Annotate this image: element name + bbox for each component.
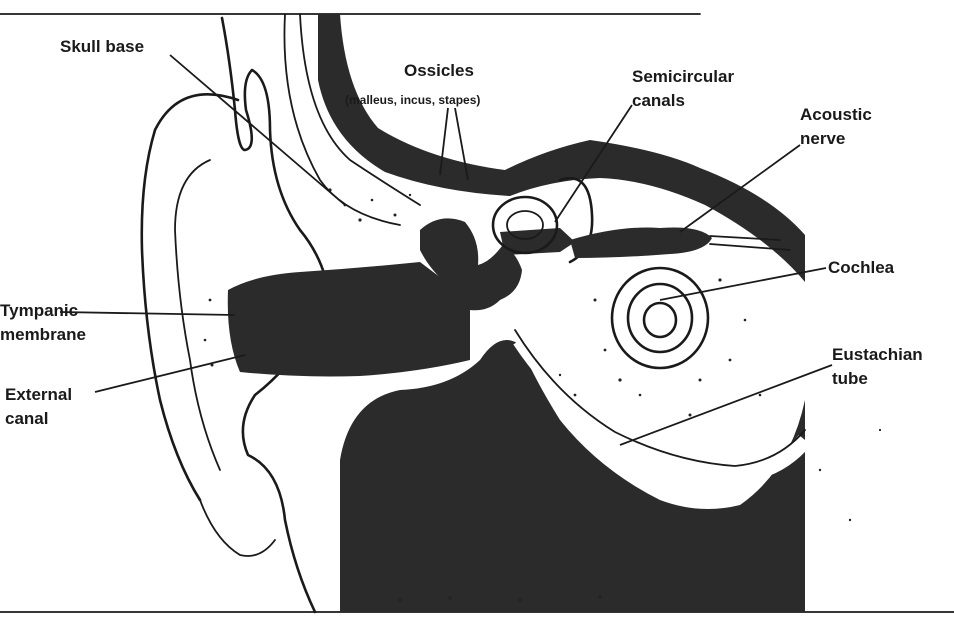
label-semicircular-1: Semicircular	[632, 67, 734, 86]
label-tympanic-2: membrane	[0, 325, 86, 344]
cochlea-spiral	[612, 268, 708, 368]
label-tympanic-1: Tympanic	[0, 301, 78, 320]
label-acoustic-1: Acoustic	[800, 105, 872, 124]
label-eustachian-1: Eustachian	[832, 345, 923, 364]
label-external-1: External	[5, 385, 72, 404]
label-semicircular-2: canals	[632, 91, 685, 110]
label-cochlea: Cochlea	[828, 258, 895, 277]
label-acoustic-2: nerve	[800, 129, 845, 148]
external-canal	[228, 262, 470, 377]
leader-external	[95, 355, 245, 392]
label-eustachian-2: tube	[832, 369, 868, 388]
label-skull-base: Skull base	[60, 37, 144, 56]
cochlea-turn-2	[628, 284, 692, 352]
label-external-2: canal	[5, 409, 48, 428]
label-ossicles: Ossicles	[404, 61, 474, 80]
auricle-lobe	[200, 500, 275, 556]
cochlea-turn-3	[644, 303, 676, 337]
auricle-helix	[142, 94, 238, 500]
label-ossicles-detail: (malleus, incus, stapes)	[345, 93, 480, 107]
leader-cochlea	[660, 268, 826, 300]
